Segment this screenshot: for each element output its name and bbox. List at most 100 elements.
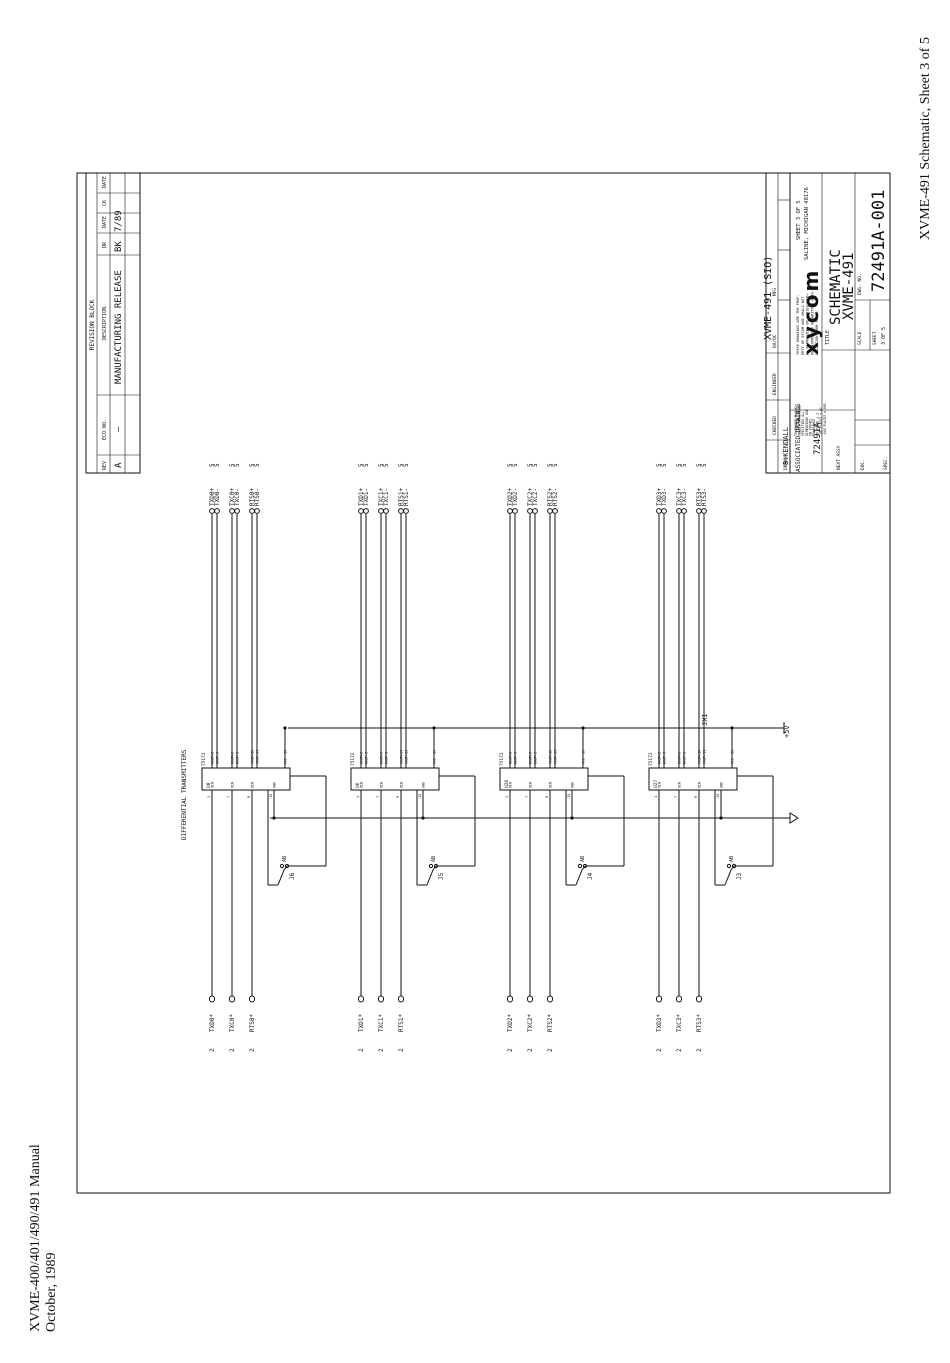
- output-sheet-ref: 5: [547, 463, 554, 467]
- junction-dot: [432, 726, 436, 730]
- connector-pin: [363, 508, 369, 514]
- output-signal-label: RTS0+: [249, 488, 256, 506]
- output-sheet-ref: 5: [254, 463, 261, 467]
- jumper-pin-letters: AB: [580, 856, 586, 862]
- sheet-number-top: SHEET 3 OF 5: [796, 200, 802, 240]
- rev-col-header: REV: [102, 461, 108, 470]
- scale-label: SCALE: [857, 331, 863, 345]
- tolerance-line: SPECIFIED ALL: [801, 411, 805, 436]
- input-connector: [527, 995, 533, 1003]
- connector-pin: [209, 508, 215, 514]
- sheet-value: 3 OF 5: [881, 327, 887, 345]
- chip-part-number: 75172: [499, 752, 505, 766]
- engineer-label: ENGINEER: [772, 373, 778, 395]
- jumper-switch: [575, 865, 586, 886]
- gnd-rail-arrow: [789, 812, 799, 824]
- input-sheet-ref: 2: [229, 1048, 236, 1052]
- input-signal-label: TXC1*: [378, 1014, 385, 1032]
- jumper-pin: [428, 863, 434, 869]
- output-sheet-ref: 5: [249, 463, 256, 467]
- eco-value: —: [114, 426, 124, 432]
- jumper-pin: [433, 863, 439, 869]
- junction-dot: [283, 726, 287, 730]
- pin-number: 9: [694, 796, 698, 798]
- input-connector: [547, 995, 553, 1003]
- connector-pin: [383, 508, 389, 514]
- tolerance-line: TOLERANCE BLOCK: [794, 407, 798, 436]
- pin-label: DIN: [231, 782, 235, 788]
- pin-label: GND: [422, 782, 426, 788]
- output-signal-label: TXD3-: [661, 488, 668, 506]
- pin-number: 15: [269, 794, 273, 798]
- drawing-number: 72491A-001: [869, 190, 889, 292]
- chip-part-number: 75172: [350, 752, 356, 766]
- jumper-pin-letters: AB: [282, 856, 288, 862]
- output-signal-label: TXC2-: [532, 488, 539, 506]
- junction-dot: [730, 726, 734, 730]
- release-date: 7/89: [114, 210, 124, 232]
- jumper-reference: J6: [289, 872, 296, 880]
- pin-label: GND: [720, 782, 724, 788]
- output-signal-label: TXC3+: [676, 488, 683, 506]
- input-sheet-ref: 2: [378, 1048, 385, 1052]
- title-label: TITLE: [825, 330, 831, 345]
- input-signal-label: TXC0*: [229, 1014, 236, 1032]
- connector-pin: [527, 508, 533, 514]
- pin-number: 1: [505, 796, 509, 798]
- output-signal-label: RTS0-: [254, 488, 261, 506]
- connector-pin: [378, 508, 384, 514]
- pin-number: 1: [654, 796, 658, 798]
- output-sheet-ref: 5: [676, 463, 683, 467]
- output-signal-label: TXD3+: [656, 488, 663, 506]
- sheet-label: SHEET: [872, 331, 878, 345]
- input-sheet-ref: 2: [527, 1048, 534, 1052]
- sheet-border: [76, 172, 891, 1194]
- input-sheet-ref: 2: [249, 1048, 256, 1052]
- description-col-header: DESCRIPTION: [102, 307, 108, 340]
- input-connector: [358, 995, 364, 1003]
- junction-dot: [581, 726, 585, 730]
- connector-pin: [532, 508, 538, 514]
- pin-number: 1: [207, 796, 211, 798]
- input-sheet-ref: 2: [547, 1048, 554, 1052]
- checked-label: CHECKED: [772, 416, 778, 435]
- output-sheet-ref: 5: [229, 463, 236, 467]
- doc-label: DOC.: [860, 459, 866, 470]
- associated-drawing-number: 72491A: [813, 422, 823, 455]
- pin-label: DIN: [658, 782, 662, 788]
- drawn-by-name: B.KENDALL: [782, 427, 790, 465]
- input-connector: [507, 995, 513, 1003]
- associated-drawings-label: ASSOCIATED DRAWINGS: [795, 403, 802, 472]
- pin-label: DIN: [529, 782, 533, 788]
- input-sheet-ref: 2: [209, 1048, 216, 1052]
- chip-reference: U6: [355, 782, 361, 788]
- jumper-switch: [724, 865, 735, 886]
- pin-label: DIN: [211, 782, 215, 788]
- input-signal-label: RTS0*: [249, 1014, 256, 1032]
- input-connector: [398, 995, 404, 1003]
- output-sheet-ref: 5: [512, 463, 519, 467]
- output-sheet-ref: 5: [383, 463, 390, 467]
- output-signal-label: TXC0-: [234, 488, 241, 506]
- input-signal-label: TXC3*: [676, 1014, 683, 1032]
- connector-pin: [358, 508, 364, 514]
- pin-number: 7: [525, 796, 529, 798]
- junction-dot: [272, 816, 276, 820]
- connector-pin: [234, 508, 240, 514]
- connector-pin: [254, 508, 260, 514]
- output-signal-label: TXC3-: [681, 488, 688, 506]
- input-connector: [249, 995, 255, 1003]
- connector-pin: [552, 508, 558, 514]
- drawing-name: XVME-491 (SIO): [763, 256, 774, 340]
- date2-col-header: DATE: [102, 176, 108, 188]
- pin-number: 15: [567, 794, 571, 798]
- proprietary-line: BE REPRODUCED OR COPIED WITH-: [806, 292, 810, 355]
- pin-label: DIN: [509, 782, 513, 788]
- pin-label: DIN: [678, 782, 682, 788]
- output-sheet-ref: 5: [661, 463, 668, 467]
- input-connector: [378, 995, 384, 1003]
- driver-circuit: 75172U6AOUT+2AOUT-3BOUT+6BOUT-5COUT+10CO…: [350, 463, 476, 1052]
- pin-number: 9: [545, 796, 549, 798]
